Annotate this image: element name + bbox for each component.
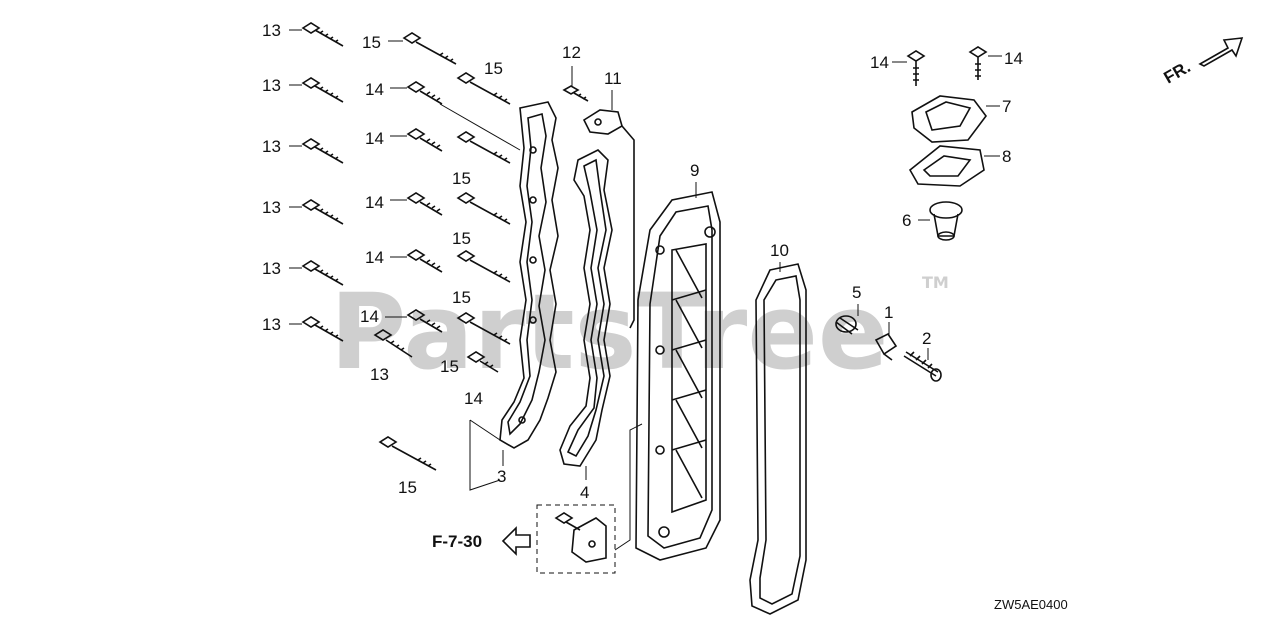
callout-14-a: 14 <box>365 80 384 99</box>
callout-15-g: 15 <box>398 478 417 497</box>
callout-14-g: 14 <box>870 53 889 72</box>
callout-5: 5 <box>852 283 861 302</box>
bolt-15-b[interactable] <box>456 72 511 105</box>
callout-4: 4 <box>580 483 589 502</box>
bolt-12[interactable]: 12 <box>562 43 589 102</box>
bolt-13-c[interactable] <box>301 138 344 164</box>
bolt-15-a[interactable] <box>402 32 457 65</box>
bolt-14-f[interactable] <box>466 351 499 373</box>
bolt-14-h[interactable]: 14 <box>968 46 1023 80</box>
callout-15-b: 15 <box>484 59 503 78</box>
bolt-13-f[interactable] <box>301 316 344 342</box>
callout-leaders-13 <box>289 29 302 325</box>
callout-13-g: 13 <box>370 365 389 384</box>
callout-14-h: 14 <box>1004 49 1023 68</box>
reference-label[interactable]: F-7-30 <box>432 532 482 551</box>
callout-15-a: 15 <box>362 33 381 52</box>
bolt-15-d[interactable] <box>456 192 511 225</box>
callout-10: 10 <box>770 241 789 260</box>
gasket-3[interactable]: 3 <box>497 101 559 486</box>
callout-13-a: 13 <box>262 21 281 40</box>
front-direction-indicator: FR. <box>1161 37 1244 87</box>
bolt-bracket-leader <box>469 419 501 491</box>
bolt-14-a[interactable] <box>406 81 443 105</box>
thermostat-6[interactable]: 6 <box>902 201 963 241</box>
callout-15-f: 15 <box>440 357 459 376</box>
bolt-14-g[interactable]: 14 <box>870 50 926 86</box>
gasket-8[interactable]: 8 <box>908 145 1011 187</box>
watermark-trademark: TM <box>922 273 949 292</box>
callout-14-f: 14 <box>464 389 483 408</box>
bolt-14-e[interactable] <box>406 309 443 333</box>
callout-1: 1 <box>884 303 893 322</box>
bolt-14-c[interactable] <box>406 192 443 216</box>
bolt-15-e[interactable] <box>456 250 511 283</box>
bolt-13-d[interactable] <box>301 199 344 225</box>
bolt-14-d[interactable] <box>406 249 443 273</box>
bolt-group-13: 13 13 13 13 13 13 13 <box>262 21 413 384</box>
cap-7[interactable]: 7 <box>911 95 1011 143</box>
reference-box <box>536 423 643 574</box>
reference-link[interactable]: F-7-30 <box>432 526 531 556</box>
callout-11: 11 <box>604 69 622 88</box>
bolt-13-e[interactable] <box>301 260 344 286</box>
front-label: FR. <box>1161 57 1194 87</box>
fitting-1[interactable]: 1 <box>874 303 898 361</box>
callout-13-f: 13 <box>262 315 281 334</box>
bolt-13-a[interactable] <box>301 22 344 47</box>
bracket-11[interactable]: 11 <box>582 69 635 329</box>
seal-5[interactable]: 5 <box>835 283 861 335</box>
callout-13-d: 13 <box>262 198 281 217</box>
callout-12: 12 <box>562 43 581 62</box>
bolt-13-b[interactable] <box>301 77 344 103</box>
callout-15-c: 15 <box>452 169 471 188</box>
callout-9: 9 <box>690 161 699 180</box>
cover-9[interactable]: 9 <box>635 161 721 561</box>
front-arrow-icon <box>1198 37 1244 67</box>
callout-13-c: 13 <box>262 137 281 156</box>
diagram-code: ZW5AE0400 <box>994 597 1068 612</box>
callout-13-b: 13 <box>262 76 281 95</box>
callout-14-b: 14 <box>365 129 384 148</box>
callout-15-d: 15 <box>452 229 471 248</box>
bolt-15-c[interactable] <box>456 131 511 164</box>
spring-2[interactable]: 2 <box>903 329 942 382</box>
gasket-10[interactable]: 10 <box>749 241 807 615</box>
bolt-group-14-15: 15 15 14 14 15 14 15 14 15 14 15 14 15 <box>360 32 521 497</box>
gasket-4[interactable]: 4 <box>559 149 613 502</box>
callout-8: 8 <box>1002 147 1011 166</box>
bolt-14-b[interactable] <box>406 128 443 152</box>
callout-14-c: 14 <box>365 193 384 212</box>
callout-13-e: 13 <box>262 259 281 278</box>
bolt-15-g[interactable] <box>378 436 437 471</box>
callout-2: 2 <box>922 329 931 348</box>
callout-7: 7 <box>1002 97 1011 116</box>
bolt-13-g[interactable] <box>373 329 413 358</box>
callout-15-e: 15 <box>452 288 471 307</box>
bolt-15-f[interactable] <box>456 312 511 345</box>
callout-6: 6 <box>902 211 911 230</box>
callout-3: 3 <box>497 467 506 486</box>
callout-14-e: 14 <box>360 307 379 326</box>
callout-14-d: 14 <box>365 248 384 267</box>
